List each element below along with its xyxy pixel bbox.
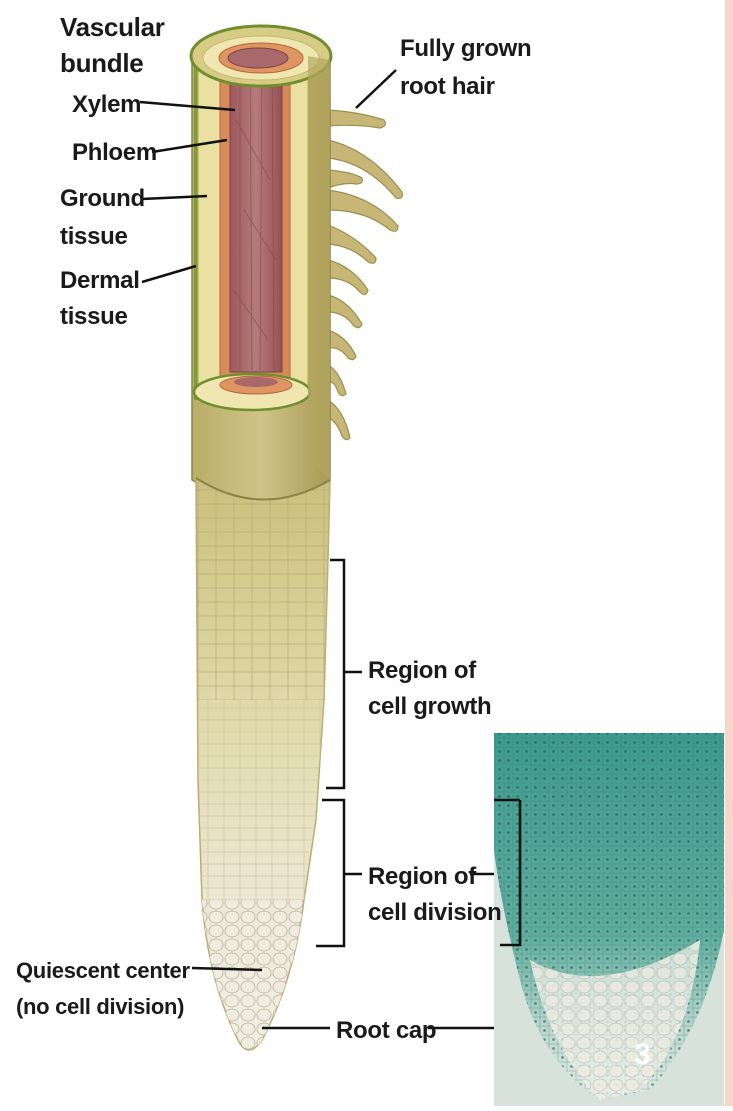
cell-division-label-2: cell division [368,899,501,926]
page-edge [725,0,733,1106]
xylem-label: Xylem [72,91,141,118]
phloem-label: Phloem [72,139,157,166]
root-lower [196,478,330,1050]
dermal-tissue-label-2: tissue [60,303,128,330]
root-tip-micrograph [494,733,724,1106]
growth-bracket [326,560,362,788]
vascular-bundle-label: Vascular [60,12,165,42]
cell-growth-label: Region of [368,657,477,684]
ground-tissue-label: Ground [60,185,145,212]
root-hair-label-2: root hair [400,73,495,100]
dermal-tissue-label: Dermal [60,267,140,294]
cell-division-label: Region of [368,863,477,890]
root-hair-label: Fully grown [400,35,531,62]
page-number: 3 [634,1038,651,1071]
root-cylinder [191,26,331,500]
root-cap-label: Root cap [336,1017,436,1044]
vascular-bundle-label-2: bundle [60,48,143,78]
cell-growth-label-2: cell growth [368,693,491,720]
quiescent-center-label: Quiescent center [16,958,190,983]
quiescent-center-label-2: (no cell division) [16,994,184,1019]
ground-tissue-label-2: tissue [60,223,128,250]
division-bracket [316,800,362,946]
